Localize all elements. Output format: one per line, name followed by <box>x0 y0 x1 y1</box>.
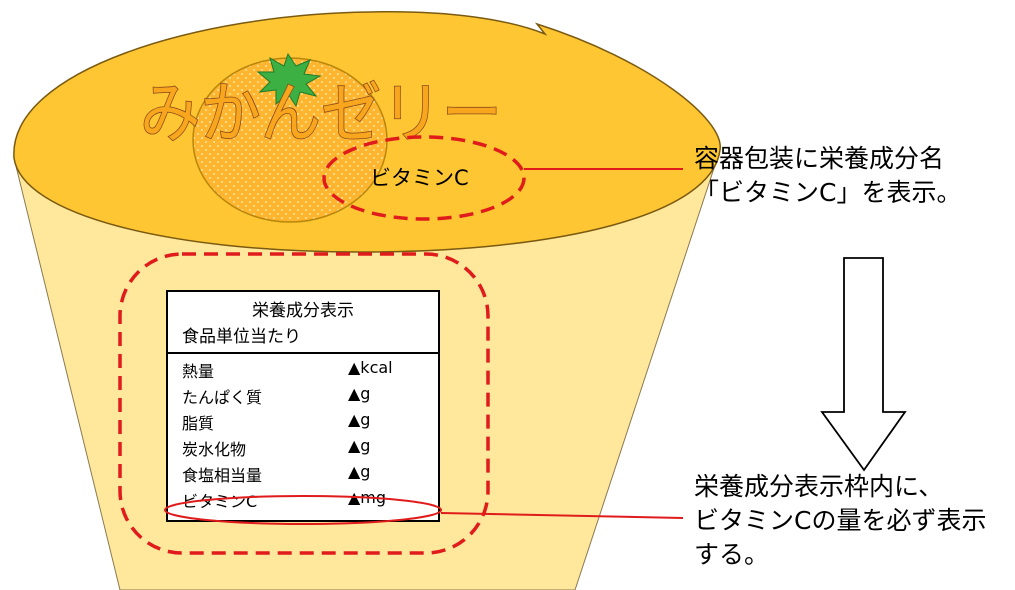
table-highlight-box <box>118 252 490 555</box>
nutrition-table-divider <box>168 352 438 354</box>
nutrient-name: たんぱく質 <box>182 388 263 407</box>
orange-leaf-icon <box>256 52 322 108</box>
nutrient-amount: ▲mg <box>348 488 387 507</box>
callout-top-line-1: 容器包装に栄養成分名 <box>694 144 945 173</box>
nutrition-row-energy: 熱量 ▲kcal <box>182 358 432 384</box>
callout-bottom-line-2: ビタミンCの量を必ず表示 <box>694 506 987 535</box>
callout-bottom-text: 栄養成分表示枠内に、 ビタミンCの量を必ず表示 する。 <box>694 470 1009 572</box>
callout-top-text: 容器包装に栄養成分名 「ビタミンC」を表示。 <box>694 142 1004 210</box>
nutrient-amount: ▲kcal <box>348 358 393 377</box>
callout-bottom-line-1: 栄養成分表示枠内に、 <box>694 472 944 501</box>
nutrient-name: ビタミンC <box>182 492 258 511</box>
nutrition-row-vitamin-c: ビタミンC ▲mg <box>182 488 432 514</box>
nutrient-amount: ▲g <box>348 410 371 429</box>
product-name: みかんゼリー <box>140 75 502 152</box>
nutrient-name: 炭水化物 <box>182 440 247 459</box>
nutrient-name: 食塩相当量 <box>182 466 263 485</box>
nutrition-row-salt: 食塩相当量 ▲g <box>182 462 432 488</box>
nutrient-name: 熱量 <box>182 362 215 381</box>
nutrient-name: 脂質 <box>182 414 215 433</box>
nutrition-facts-table: 栄養成分表示 食品単位当たり 熱量 ▲kcal たんぱく質 ▲g 脂質 ▲g 炭… <box>166 290 440 522</box>
lid-vitamin-c-label: ビタミンC <box>370 166 469 190</box>
nutrient-amount: ▲g <box>348 462 371 481</box>
lid-highlight-ellipse <box>322 135 526 221</box>
nutrition-row-protein: たんぱく質 ▲g <box>182 384 432 410</box>
callout-bottom-leader <box>440 512 684 519</box>
callout-top-line-2: 「ビタミンC」を表示。 <box>694 178 962 207</box>
down-arrow-icon <box>820 257 907 472</box>
nutrition-row-carbohydrate: 炭水化物 ▲g <box>182 436 432 462</box>
nutrient-amount: ▲g <box>348 384 371 403</box>
nutrition-row-fat: 脂質 ▲g <box>182 410 432 436</box>
callout-bottom-line-3: する。 <box>694 540 770 569</box>
nutrition-table-subtitle: 食品単位当たり <box>182 327 301 347</box>
nutrition-table-title: 栄養成分表示 <box>252 301 354 321</box>
nutrient-amount: ▲g <box>348 436 371 455</box>
